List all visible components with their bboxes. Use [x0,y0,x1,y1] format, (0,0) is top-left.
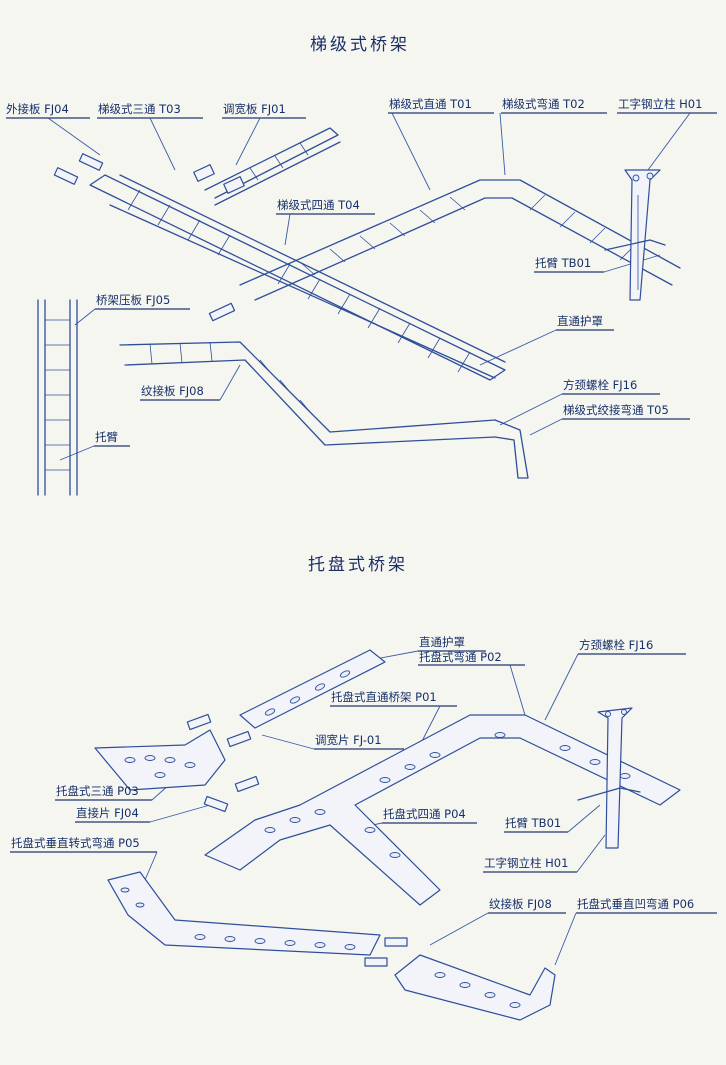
ladder-main-run [89,174,506,381]
label-tray-tee-p03: 托盘式三通 P03 [56,784,139,798]
ladder-upper-run [239,179,681,301]
label-ladder-tee-t03: 梯级式三通 T03 [98,102,181,116]
label-tray-straight-p01: 托盘式直通桥架 P01 [331,690,437,704]
label-tray-vertical-concave-bend-p06: 托盘式垂直凹弯通 P06 [577,897,695,911]
tray-tee [94,729,226,791]
label-square-neck-bolt-fj16: 方颈螺栓 FJ16 [563,378,638,392]
label-straight-cover: 直通护罩 [557,314,603,328]
label-width-adjust-plate-fj01: 调宽板 FJ01 [223,102,286,116]
ladder-lower-hinged-run [119,341,529,479]
label-tray-bend-p02: 托盘式弯通 P02 [419,650,502,664]
ladder-section-title: 梯级式桥架 [310,35,410,55]
label-tray-square-neck-bolt-fj16: 方颈螺栓 FJ16 [579,638,654,652]
label-tray-support-arm-tb01: 托臂 TB01 [505,816,562,830]
label-hinge-plate-fj08: 纹接板 FJ08 [141,384,204,398]
tray-connector-plates [186,713,408,967]
label-straight-plate-fj04: 直接片 FJ04 [76,806,139,820]
ladder-label-underlines [6,112,717,447]
ladder-i-beam-column [604,169,666,301]
tray-vertical-bend [107,871,381,956]
ladder-leader-lines [47,112,691,461]
tray-straight-cover [239,649,386,729]
label-ladder-bend-t02: 梯级式弯通 T02 [502,97,585,111]
ladder-connector-plates [53,153,236,322]
label-outer-plate-fj04: 外接板 FJ04 [6,102,69,116]
label-width-adjust-fj-01: 调宽片 FJ-01 [315,733,382,747]
tray-vertical-concave-bend [394,954,556,1021]
tray-i-beam-column [577,707,641,849]
ladder-top-branch [193,127,341,206]
label-tray-straight-cover: 直通护罩 [419,635,465,649]
label-i-beam-column-h01: 工字钢立柱 H01 [618,97,703,111]
label-support-arm-tb01: 托臂 TB01 [535,256,592,270]
label-ladder-hinged-bend-t05: 梯级式绞接弯通 T05 [563,403,669,417]
label-tray-clamp-fj05: 桥架压板 FJ05 [96,293,171,307]
ladder-vertical-left [37,299,78,496]
label-ladder-straight-t01: 梯级式直通 T01 [389,97,472,111]
label-tray-vertical-bend-p05: 托盘式垂直转式弯通 P05 [11,836,140,850]
tray-label-underlines [10,650,717,914]
label-tray-cross-p04: 托盘式四通 P04 [383,807,466,821]
label-tray-i-beam-column-h01: 工字钢立柱 H01 [484,856,569,870]
tray-section-title: 托盘式桥架 [308,555,408,575]
label-support-arm: 托臂 [95,430,118,444]
label-tray-hinge-plate-fj08: 纹接板 FJ08 [489,897,552,911]
label-ladder-cross-t04: 梯级式四通 T04 [277,198,360,212]
tray-main-run [204,714,681,906]
